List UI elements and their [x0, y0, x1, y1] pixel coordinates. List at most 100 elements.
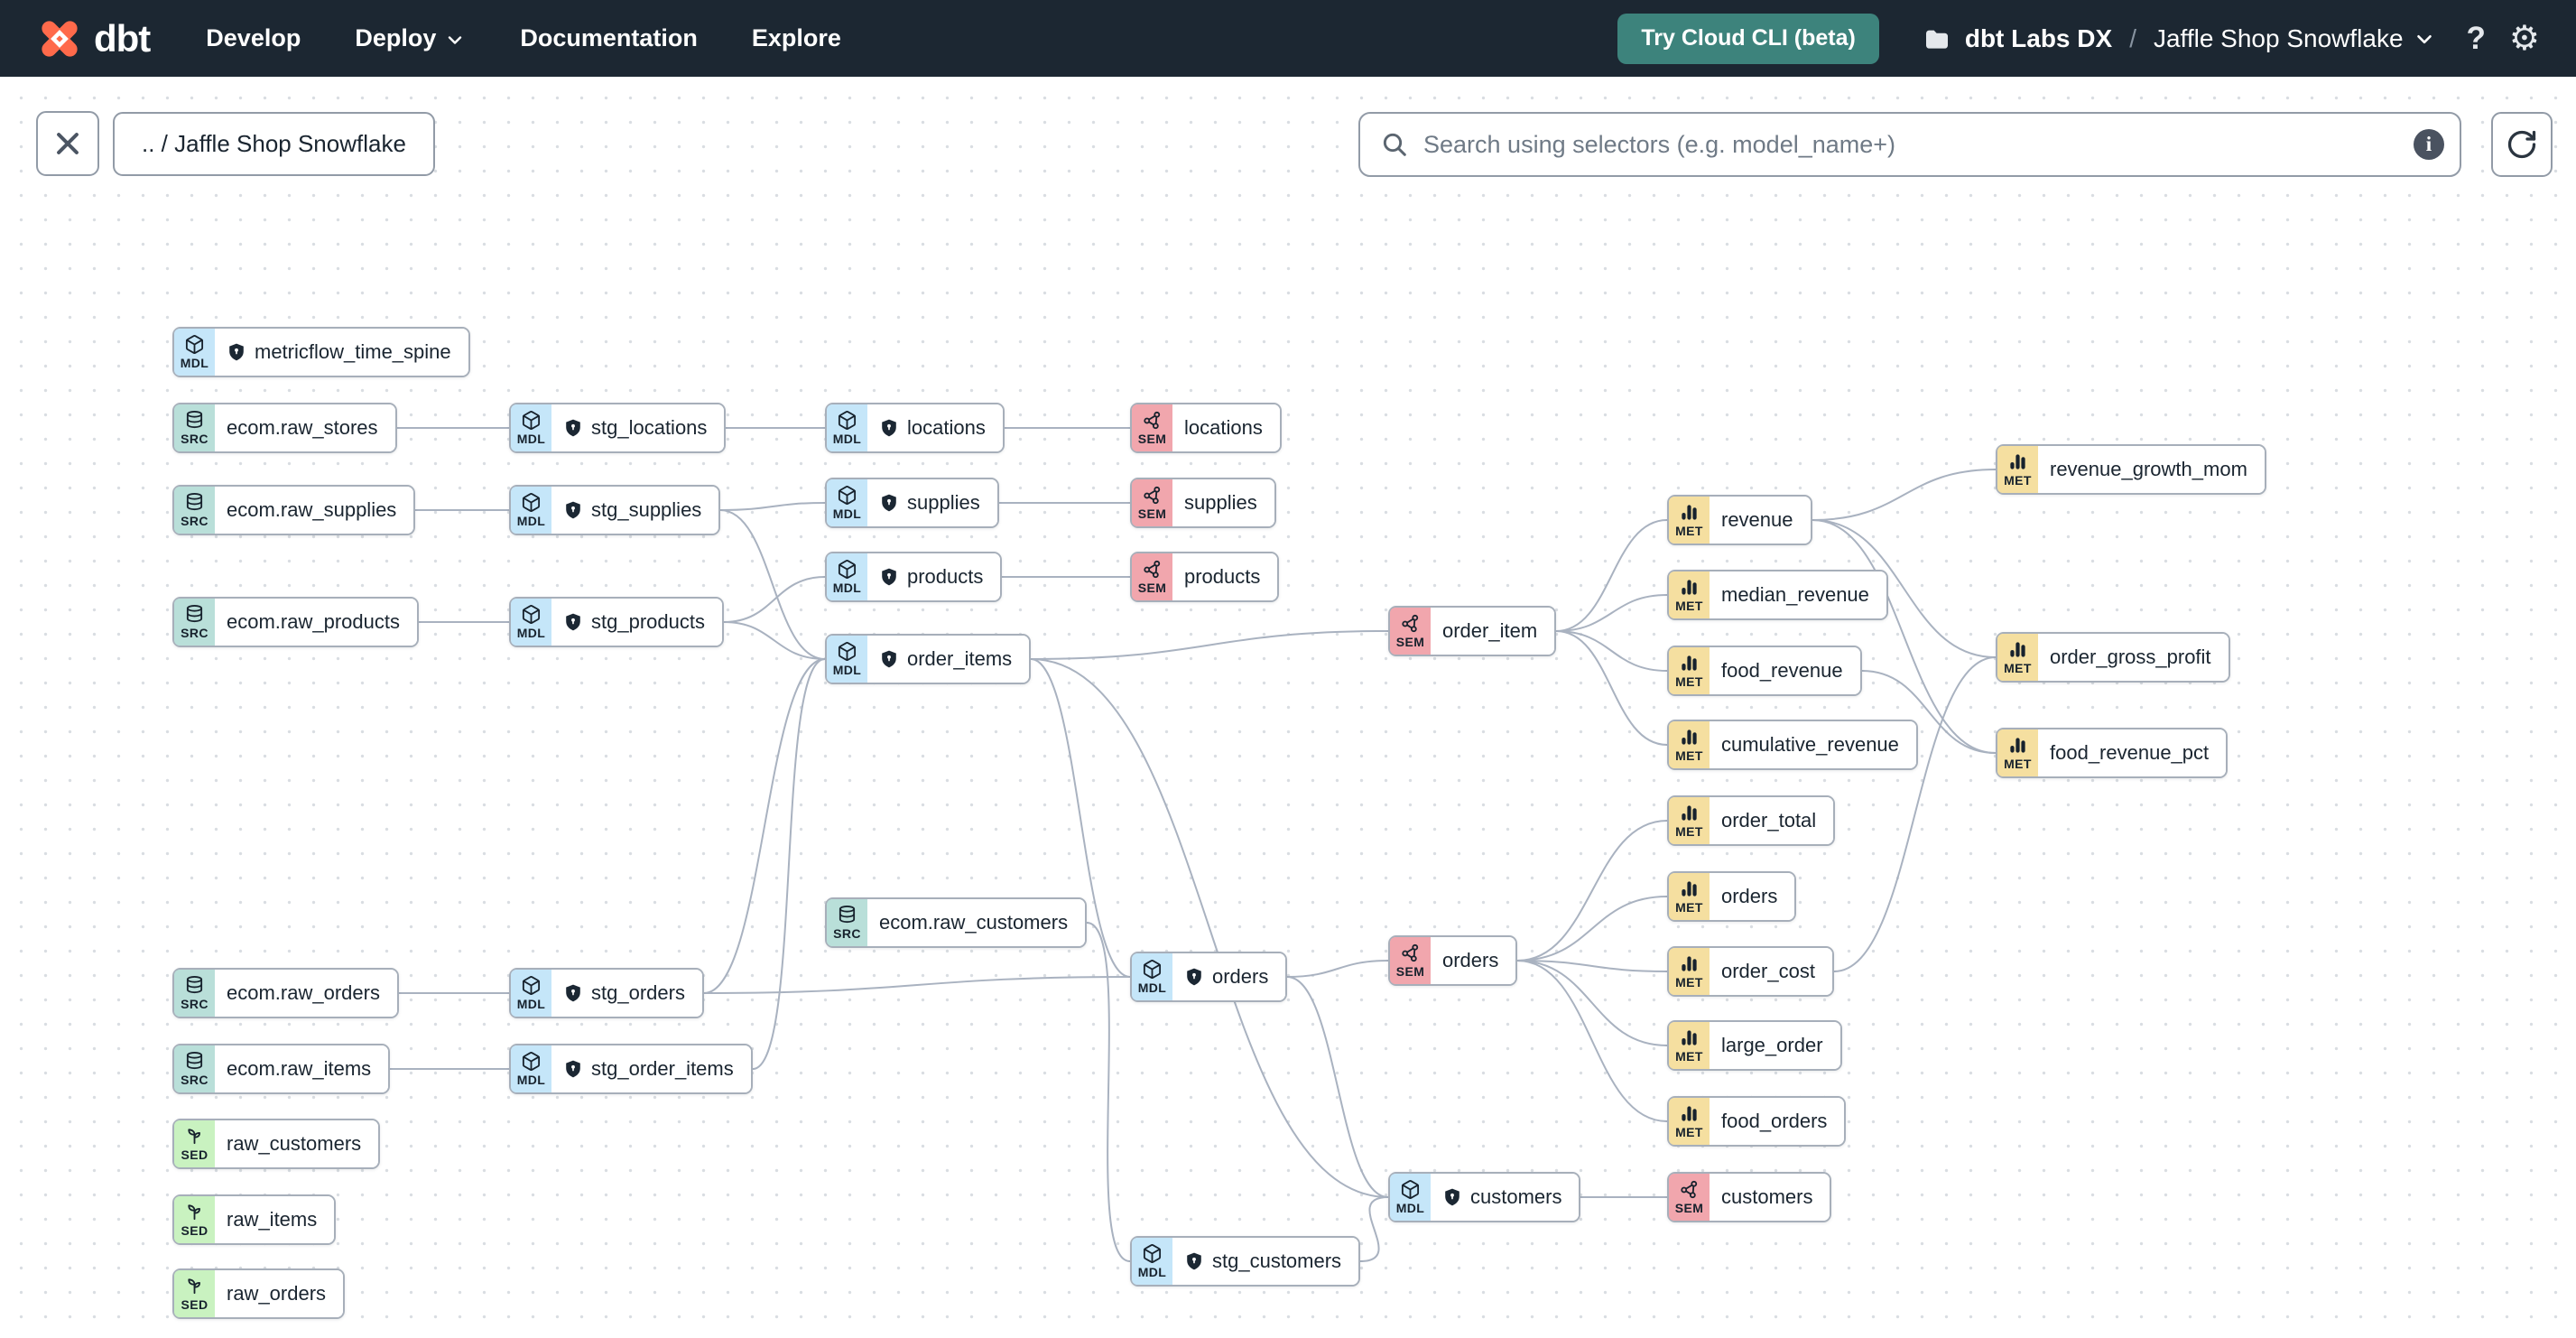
shield-icon — [563, 418, 583, 438]
node-label: order_items — [907, 647, 1013, 670]
breadcrumb-separator: / — [2129, 23, 2136, 52]
node-met_cumulative_revenue[interactable]: MET cumulative_revenue — [1667, 720, 1918, 770]
node-mdl_metricflow_time_spine[interactable]: MDL metricflow_time_spine — [172, 327, 470, 377]
node-type-badge: SEM — [1132, 404, 1172, 451]
node-label: supplies — [1184, 491, 1257, 514]
nav-item-label: Develop — [206, 24, 301, 51]
help-icon[interactable]: ? — [2466, 20, 2486, 56]
nav-item-documentation[interactable]: Documentation — [520, 24, 698, 52]
metric-icon — [2007, 451, 2028, 472]
node-body: metricflow_time_spine — [215, 329, 468, 376]
node-type-badge: MET — [1669, 797, 1710, 844]
node-type-label: MDL — [180, 356, 209, 370]
breadcrumb[interactable]: .. / Jaffle Shop Snowflake — [113, 112, 435, 176]
nav-item-explore[interactable]: Explore — [752, 24, 841, 52]
node-type-badge: MDL — [1132, 953, 1172, 1000]
node-sem_supplies[interactable]: SEM supplies — [1130, 478, 1276, 528]
nav-item-deploy[interactable]: Deploy — [355, 24, 466, 52]
node-body: locations — [1172, 404, 1280, 451]
node-body: food_revenue_pct — [2038, 729, 2227, 776]
node-body: food_revenue — [1710, 647, 1860, 694]
node-label: order_gross_profit — [2050, 646, 2211, 668]
shield-icon — [1184, 967, 1204, 987]
folder-icon — [1925, 30, 1948, 49]
node-type-label: MDL — [516, 997, 546, 1011]
node-type-badge: MDL — [827, 636, 867, 683]
node-type-label: SRC — [181, 514, 208, 528]
cube-icon — [1142, 1243, 1163, 1264]
node-label: cumulative_revenue — [1721, 733, 1899, 756]
node-type-label: MET — [1675, 1125, 1703, 1139]
semantic-model-icon — [1400, 613, 1421, 634]
dbt-logo[interactable]: dbt — [36, 15, 151, 62]
account-name[interactable]: dbt Labs DX — [1964, 23, 2113, 52]
node-type-badge: MET — [1669, 721, 1710, 768]
node-label: orders — [1442, 949, 1499, 971]
node-label: ecom.raw_customers — [879, 911, 1069, 934]
info-icon[interactable]: i — [2414, 129, 2444, 160]
close-button[interactable] — [36, 111, 99, 176]
node-body: order_items — [867, 636, 1030, 683]
node-body: locations — [867, 404, 1003, 451]
node-type-label: SED — [181, 1223, 208, 1238]
cube-icon — [521, 492, 542, 513]
refresh-icon — [2507, 130, 2536, 159]
node-label: ecom.raw_orders — [227, 981, 380, 1004]
node-label: supplies — [907, 491, 980, 514]
cube-icon — [521, 975, 542, 996]
node-body: orders — [1172, 953, 1286, 1000]
node-body: ecom.raw_stores — [215, 404, 395, 451]
project-switcher[interactable]: Jaffle Shop Snowflake — [2154, 24, 2436, 53]
try-cloud-cli-button[interactable]: Try Cloud CLI (beta) — [1617, 13, 1879, 64]
node-label: stg_supplies — [591, 498, 702, 521]
node-type-label: SEM — [1137, 506, 1167, 521]
refresh-button[interactable] — [2491, 112, 2553, 177]
database-icon — [837, 905, 857, 925]
dbt-logo-icon — [42, 20, 78, 57]
node-label: ecom.raw_supplies — [227, 498, 397, 521]
nav-item-develop[interactable]: Develop — [206, 24, 301, 52]
database-icon — [184, 975, 205, 996]
search-input[interactable] — [1423, 130, 2402, 159]
cube-icon — [837, 485, 857, 506]
node-type-label: MET — [1675, 824, 1703, 839]
gear-icon[interactable]: ⚙ — [2508, 19, 2540, 58]
node-mdl_order_items[interactable]: MDL order_items — [825, 634, 1032, 684]
node-src_raw_supplies[interactable]: SRC ecom.raw_supplies — [172, 485, 416, 535]
